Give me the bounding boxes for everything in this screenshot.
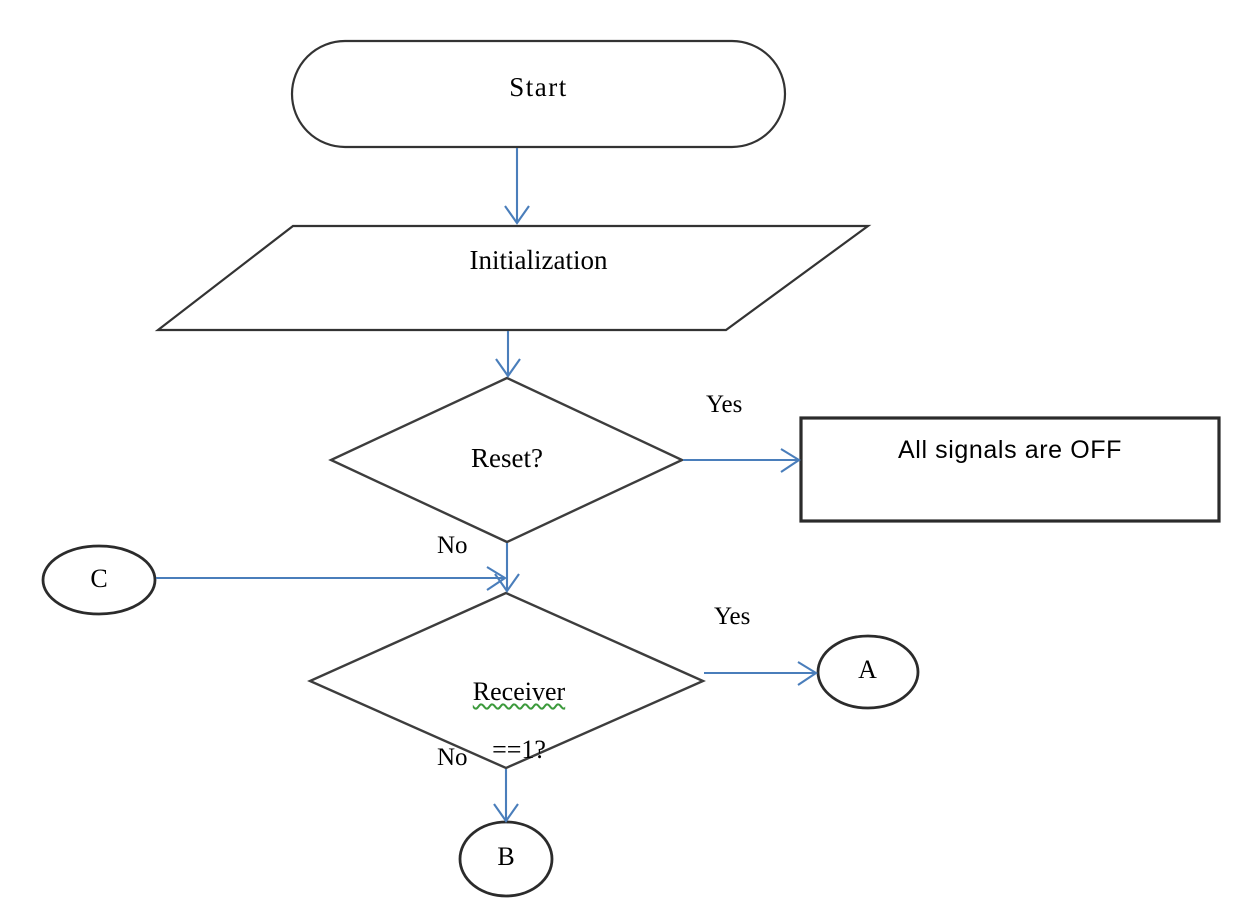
node-initialization-shape[interactable] [154,224,872,332]
edge-reset-to-receiver [494,543,520,593]
edge-receiver-to-connector-a [704,661,818,686]
edge-label-reset-no: No [437,532,468,559]
edge-reset-to-all-signals-off [683,448,801,473]
node-connector-c-shape[interactable] [41,544,157,616]
node-all-signals-off-shape[interactable] [799,416,1221,523]
edge-label-receiver-no: No [437,744,468,771]
edge-connector-c-to-receiver [156,566,507,591]
edge-start-to-initialization [504,148,530,225]
edge-label-receiver-yes: Yes [714,603,751,630]
node-receiver-decision-shape[interactable] [307,591,706,770]
node-start-shape[interactable] [290,39,787,149]
edge-initialization-to-reset [495,331,521,378]
node-connector-b-shape[interactable] [458,820,554,898]
node-reset-decision-shape[interactable] [328,376,685,544]
edge-label-reset-yes: Yes [706,391,743,418]
edge-receiver-to-connector-b [493,769,519,823]
node-connector-a-shape[interactable] [816,634,920,710]
